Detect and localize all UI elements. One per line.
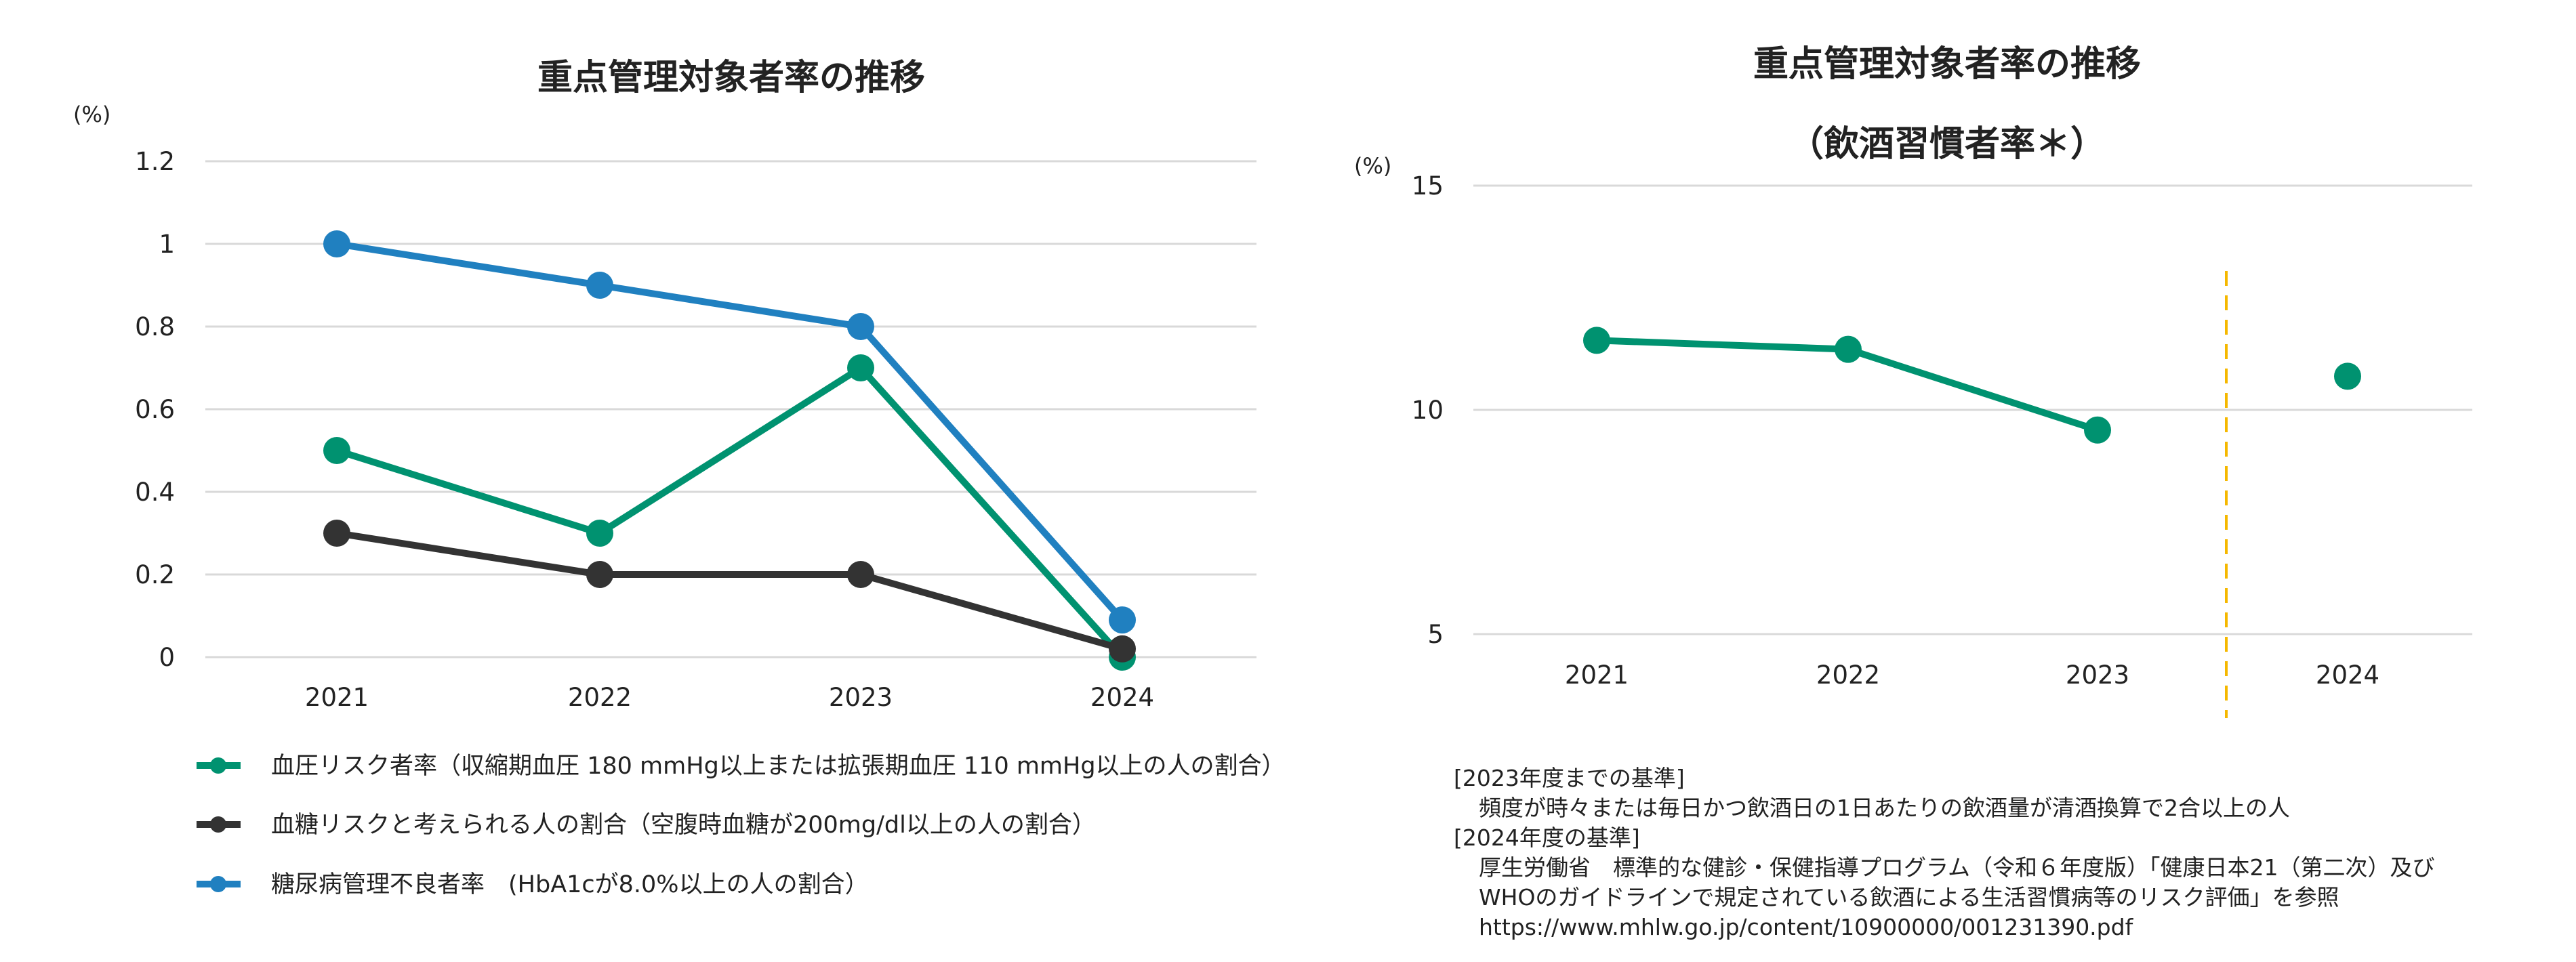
y-tick-label: 0	[159, 643, 175, 672]
data-point	[586, 561, 613, 588]
legend-label: 血圧リスク者率（収縮期血圧 180 mmHg以上または拡張期血圧 110 mmH…	[271, 753, 1286, 780]
data-point	[1109, 635, 1136, 663]
legend-point-marker	[210, 876, 226, 892]
x-tick-label: 2021	[1565, 661, 1629, 690]
series-line	[335, 363, 1125, 660]
data-point	[586, 272, 613, 299]
criteria-notes: [2023年度までの基準] 頻度が時々または毎日かつ飲酒日の1日あたりの飲酒量が清…	[1454, 765, 2435, 940]
data-point	[323, 230, 350, 257]
note-text: https://www.mhlw.go.jp/content/10900000/…	[1479, 914, 2134, 940]
y-tick-label: 15	[1412, 171, 1444, 201]
data-point	[847, 313, 874, 340]
right-y-unit: (%)	[1354, 153, 1391, 179]
right-chart-title: 重点管理対象者率の推移	[1753, 44, 2141, 85]
y-tick-label: 1	[159, 230, 175, 259]
x-tick-label: 2023	[2066, 661, 2129, 690]
data-point	[847, 354, 874, 381]
y-tick-label: 1.2	[135, 147, 175, 176]
note-text: 頻度が時々または毎日かつ飲酒日の1日あたりの飲酒量が清酒換算で2合以上の人	[1479, 795, 2290, 821]
data-point	[1109, 606, 1136, 634]
legend-label: 糖尿病管理不良者率 (HbA1cが8.0%以上の人の割合）	[271, 871, 869, 898]
right-chart: 重点管理対象者率の推移 （飲酒習慣者率＊） (%) 5 10 15 2021 2022…	[1354, 44, 2472, 718]
series-line	[336, 530, 1124, 652]
x-tick-label: 2022	[568, 683, 632, 712]
data-point	[1835, 335, 1862, 363]
data-point	[1583, 327, 1610, 354]
data-point	[586, 520, 613, 547]
data-point	[2084, 416, 2111, 444]
x-tick-label: 2022	[1816, 661, 1880, 690]
note-heading: [2023年度までの基準]	[1454, 765, 1685, 791]
y-tick-label: 0.2	[135, 560, 175, 589]
left-y-unit: (%)	[73, 102, 110, 127]
legend-point-marker	[210, 757, 226, 774]
left-chart: 重点管理対象者率の推移 (%) 0 0.2 0.4 0.6 0.8 1 1.2 2021 20…	[73, 58, 1256, 712]
note-text: WHOのガイドラインで規定されている飲酒による生活習慣病等のリスク評価」を参照	[1479, 884, 2339, 911]
legend-point-marker	[210, 816, 226, 833]
series-line	[336, 240, 1125, 623]
note-text: 厚生労働省 標準的な健診・保健指導プログラム（令和６年度版）「健康日本21（第二…	[1479, 854, 2435, 881]
data-point	[323, 520, 350, 547]
x-tick-label: 2023	[829, 683, 893, 712]
x-tick-label: 2024	[1090, 683, 1154, 712]
right-chart-subtitle: （飲酒習慣者率＊）	[1788, 124, 2106, 165]
x-tick-label: 2021	[305, 683, 369, 712]
legend-label: 血糖リスクと考えられる人の割合（空腹時血糖が200mg/dl以上の人の割合）	[271, 812, 1096, 839]
left-legend: 血圧リスク者率（収縮期血圧 180 mmHg以上または拡張期血圧 110 mmH…	[197, 753, 1286, 898]
x-tick-label: 2024	[2316, 661, 2379, 690]
y-tick-label: 0.6	[135, 395, 175, 424]
data-point	[847, 561, 874, 588]
left-chart-title: 重点管理対象者率の推移	[537, 58, 925, 98]
y-tick-label: 5	[1427, 620, 1444, 649]
note-heading: [2024年度の基準]	[1454, 824, 1640, 851]
data-point	[2334, 362, 2361, 390]
data-point	[323, 437, 350, 464]
y-tick-label: 0.4	[135, 478, 175, 507]
y-tick-label: 10	[1412, 396, 1444, 425]
y-tick-label: 0.8	[135, 312, 175, 341]
